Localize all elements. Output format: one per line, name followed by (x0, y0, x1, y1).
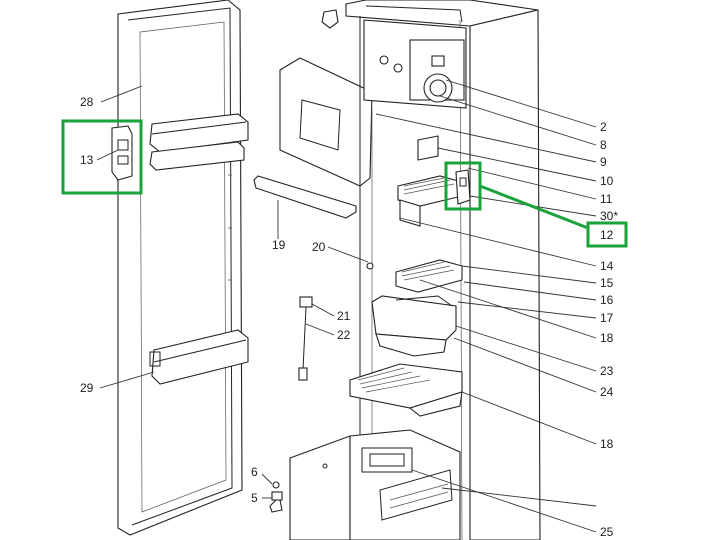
part-5-6-hinge (269, 481, 283, 513)
callout-12: 12 (600, 228, 614, 242)
callout-30: 30* (600, 209, 618, 223)
callout-13: 13 (80, 153, 94, 167)
callout-22: 22 (337, 328, 351, 342)
callout-8: 8 (600, 138, 607, 152)
part-19-shelf-strip (253, 175, 357, 219)
shelf-middle (395, 259, 463, 293)
highlight-connector (479, 184, 589, 230)
callout-16: 16 (600, 293, 614, 307)
callout-15: 15 (600, 276, 614, 290)
callout-18-lower: 18 (600, 437, 614, 451)
callout-29: 29 (80, 381, 94, 395)
callout-6: 6 (251, 465, 258, 479)
callout-2: 2 (600, 120, 607, 134)
part-20-screw (366, 262, 374, 270)
callout-14: 14 (600, 259, 614, 273)
shelf-lower (349, 363, 463, 417)
door-assembly (111, 0, 249, 536)
callout-25: 25 (600, 525, 614, 539)
callout-17: 17 (600, 311, 614, 325)
part-12-bracket (455, 169, 471, 205)
callout-21: 21 (337, 309, 351, 323)
callout-10: 10 (600, 174, 614, 188)
top-hinge (321, 9, 339, 29)
callout-20: 20 (312, 240, 326, 254)
callout-18-upper: 18 (600, 331, 614, 345)
highlight-group (61, 119, 628, 248)
callout-labels: 2 8 9 10 11 30* 12 14 15 16 17 18 23 24 … (80, 95, 618, 539)
callout-9: 9 (600, 155, 607, 169)
callout-11: 11 (600, 192, 613, 206)
callout-28: 28 (80, 95, 94, 109)
callout-24: 24 (600, 385, 614, 399)
callout-5: 5 (251, 491, 258, 505)
part-21-22-sensor (298, 296, 313, 381)
callout-19: 19 (272, 238, 286, 252)
shelf-upper (397, 175, 463, 227)
part-28-cover-panel (279, 57, 373, 187)
leader-lines (96, 79, 597, 533)
crisper-drawer (371, 295, 457, 357)
highlight-box-13 (61, 119, 143, 195)
freezer-drawer (289, 429, 461, 540)
highlight-box-12 (586, 221, 628, 248)
callout-23: 23 (600, 364, 614, 378)
